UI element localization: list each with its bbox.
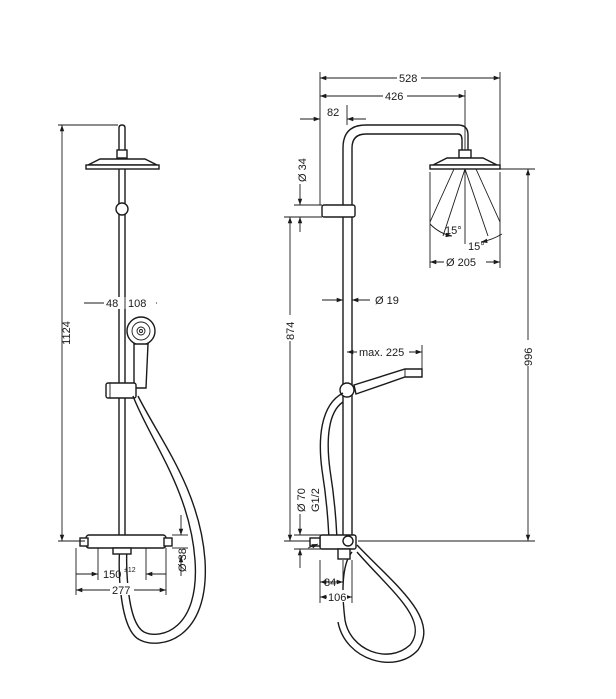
- front-view: 1124 48 108 Ø 38 150 ±12 277: [58, 124, 206, 644]
- hand-shower-front: [126, 316, 156, 389]
- dim-max-225: max. 225: [359, 347, 404, 359]
- overhead-shower-front: [85, 149, 160, 170]
- dim-dia-70: Ø 70: [296, 488, 308, 512]
- dim-dia-205: Ø 205: [446, 257, 476, 269]
- dim-528: 528: [399, 73, 417, 85]
- thermostat-front: [79, 534, 173, 555]
- dim-82: 82: [327, 107, 339, 119]
- dim-dia-19: Ø 19: [375, 295, 399, 307]
- dim-84: 84: [324, 577, 336, 589]
- dim-angle-15-right: 15°: [468, 241, 485, 253]
- dim-426: 426: [385, 91, 403, 103]
- dim-thread-g12: G1/2: [310, 488, 322, 512]
- dim-874: 874: [285, 322, 297, 340]
- dim-48: 48: [106, 298, 118, 310]
- overhead-shower-side: [429, 149, 501, 170]
- dim-277: 277: [112, 585, 130, 597]
- thermostat-side: [309, 534, 357, 560]
- side-view: 15° 15° 528 426: [284, 71, 535, 663]
- dim-angle-15-left: 15°: [445, 225, 462, 237]
- dim-dia-38: Ø 38: [177, 548, 189, 572]
- dim-dia-34: Ø 34: [297, 158, 309, 182]
- dim-150-tolerance: ±12: [124, 567, 136, 574]
- dim-996: 996: [523, 348, 535, 366]
- hand-shower-side: [339, 368, 423, 398]
- dim-106: 106: [328, 592, 346, 604]
- dim-1124: 1124: [61, 321, 73, 345]
- dim-108: 108: [128, 298, 146, 310]
- dim-150: 150: [103, 569, 121, 581]
